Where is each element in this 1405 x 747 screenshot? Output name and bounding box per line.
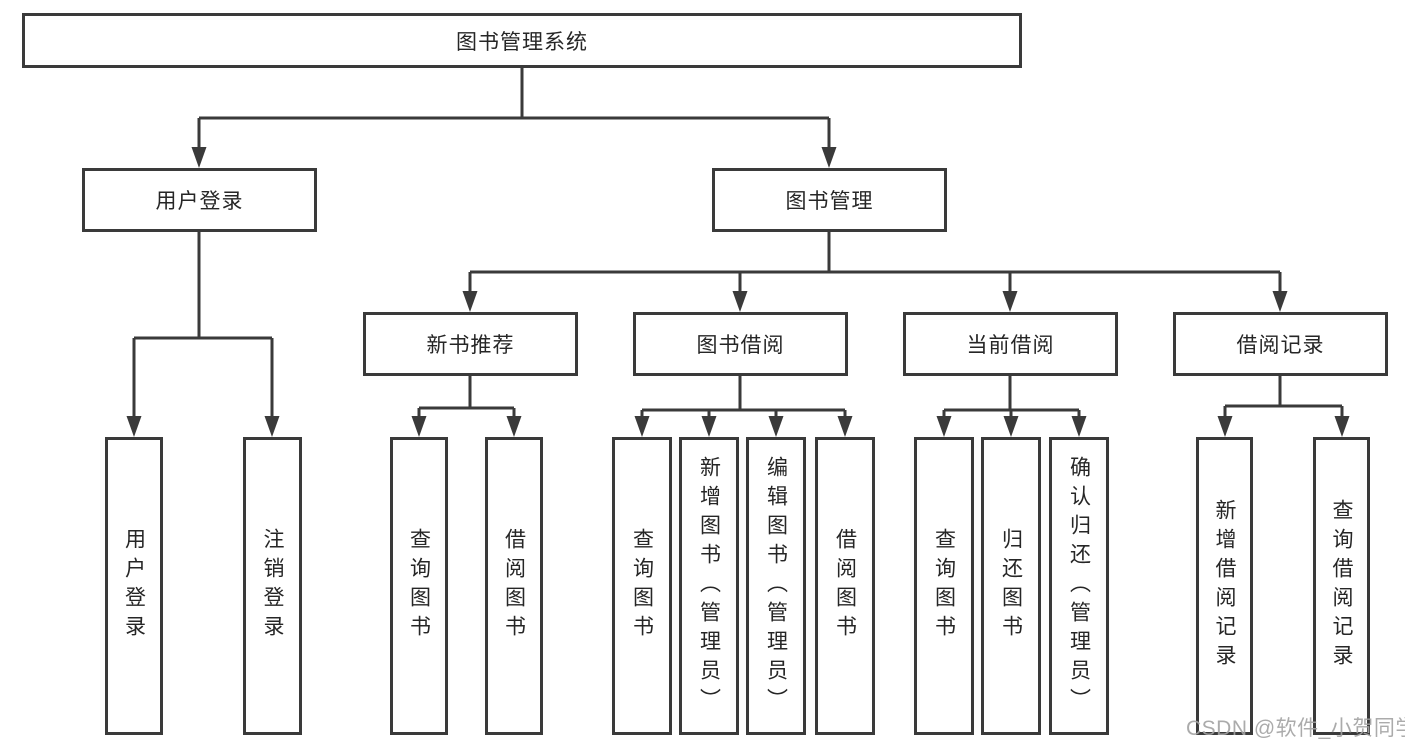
- leaf-query-books-current: 查询图书: [914, 437, 974, 735]
- csdn-watermark: CSDN @软件_小贺同学: [1186, 717, 1405, 740]
- leaf-confirm-return-admin: 确认归还（管理员）: [1049, 437, 1109, 735]
- node-book-management: 图书管理: [712, 168, 947, 232]
- leaf-edit-book-admin: 编辑图书（管理员）: [746, 437, 806, 735]
- leaf-query-books-borrow: 查询图书: [612, 437, 672, 735]
- leaf-return-book: 归还图书: [981, 437, 1041, 735]
- node-user-login: 用户登录: [82, 168, 317, 232]
- connector-borrow-records-to-leaves: [1223, 376, 1344, 420]
- leaf-logout: 注销登录: [243, 437, 302, 735]
- connector-book-management-to-level3: [468, 232, 1282, 296]
- node-book-borrow: 图书借阅: [633, 312, 848, 376]
- leaf-borrow-books-recommend: 借阅图书: [485, 437, 543, 735]
- connector-root-to-level2: [197, 68, 831, 150]
- node-new-book-recommend: 新书推荐: [363, 312, 578, 376]
- connector-new-book-to-leaves: [417, 376, 516, 420]
- leaf-user-login: 用户登录: [105, 437, 163, 735]
- leaf-query-books-recommend: 查询图书: [390, 437, 448, 735]
- connector-user-login-to-leaves: [132, 232, 274, 420]
- node-root: 图书管理系统: [22, 13, 1022, 68]
- node-current-borrow: 当前借阅: [903, 312, 1118, 376]
- leaf-borrow-books: 借阅图书: [815, 437, 875, 735]
- arrowheads: [126, 147, 1350, 437]
- connector-current-borrow-to-leaves: [942, 376, 1081, 420]
- leaf-add-book-admin: 新增图书（管理员）: [679, 437, 739, 735]
- node-borrow-records: 借阅记录: [1173, 312, 1388, 376]
- connector-book-borrow-to-leaves: [640, 376, 847, 420]
- leaf-add-borrow-record: 新增借阅记录: [1196, 437, 1253, 735]
- leaf-query-borrow-record: 查询借阅记录: [1313, 437, 1370, 735]
